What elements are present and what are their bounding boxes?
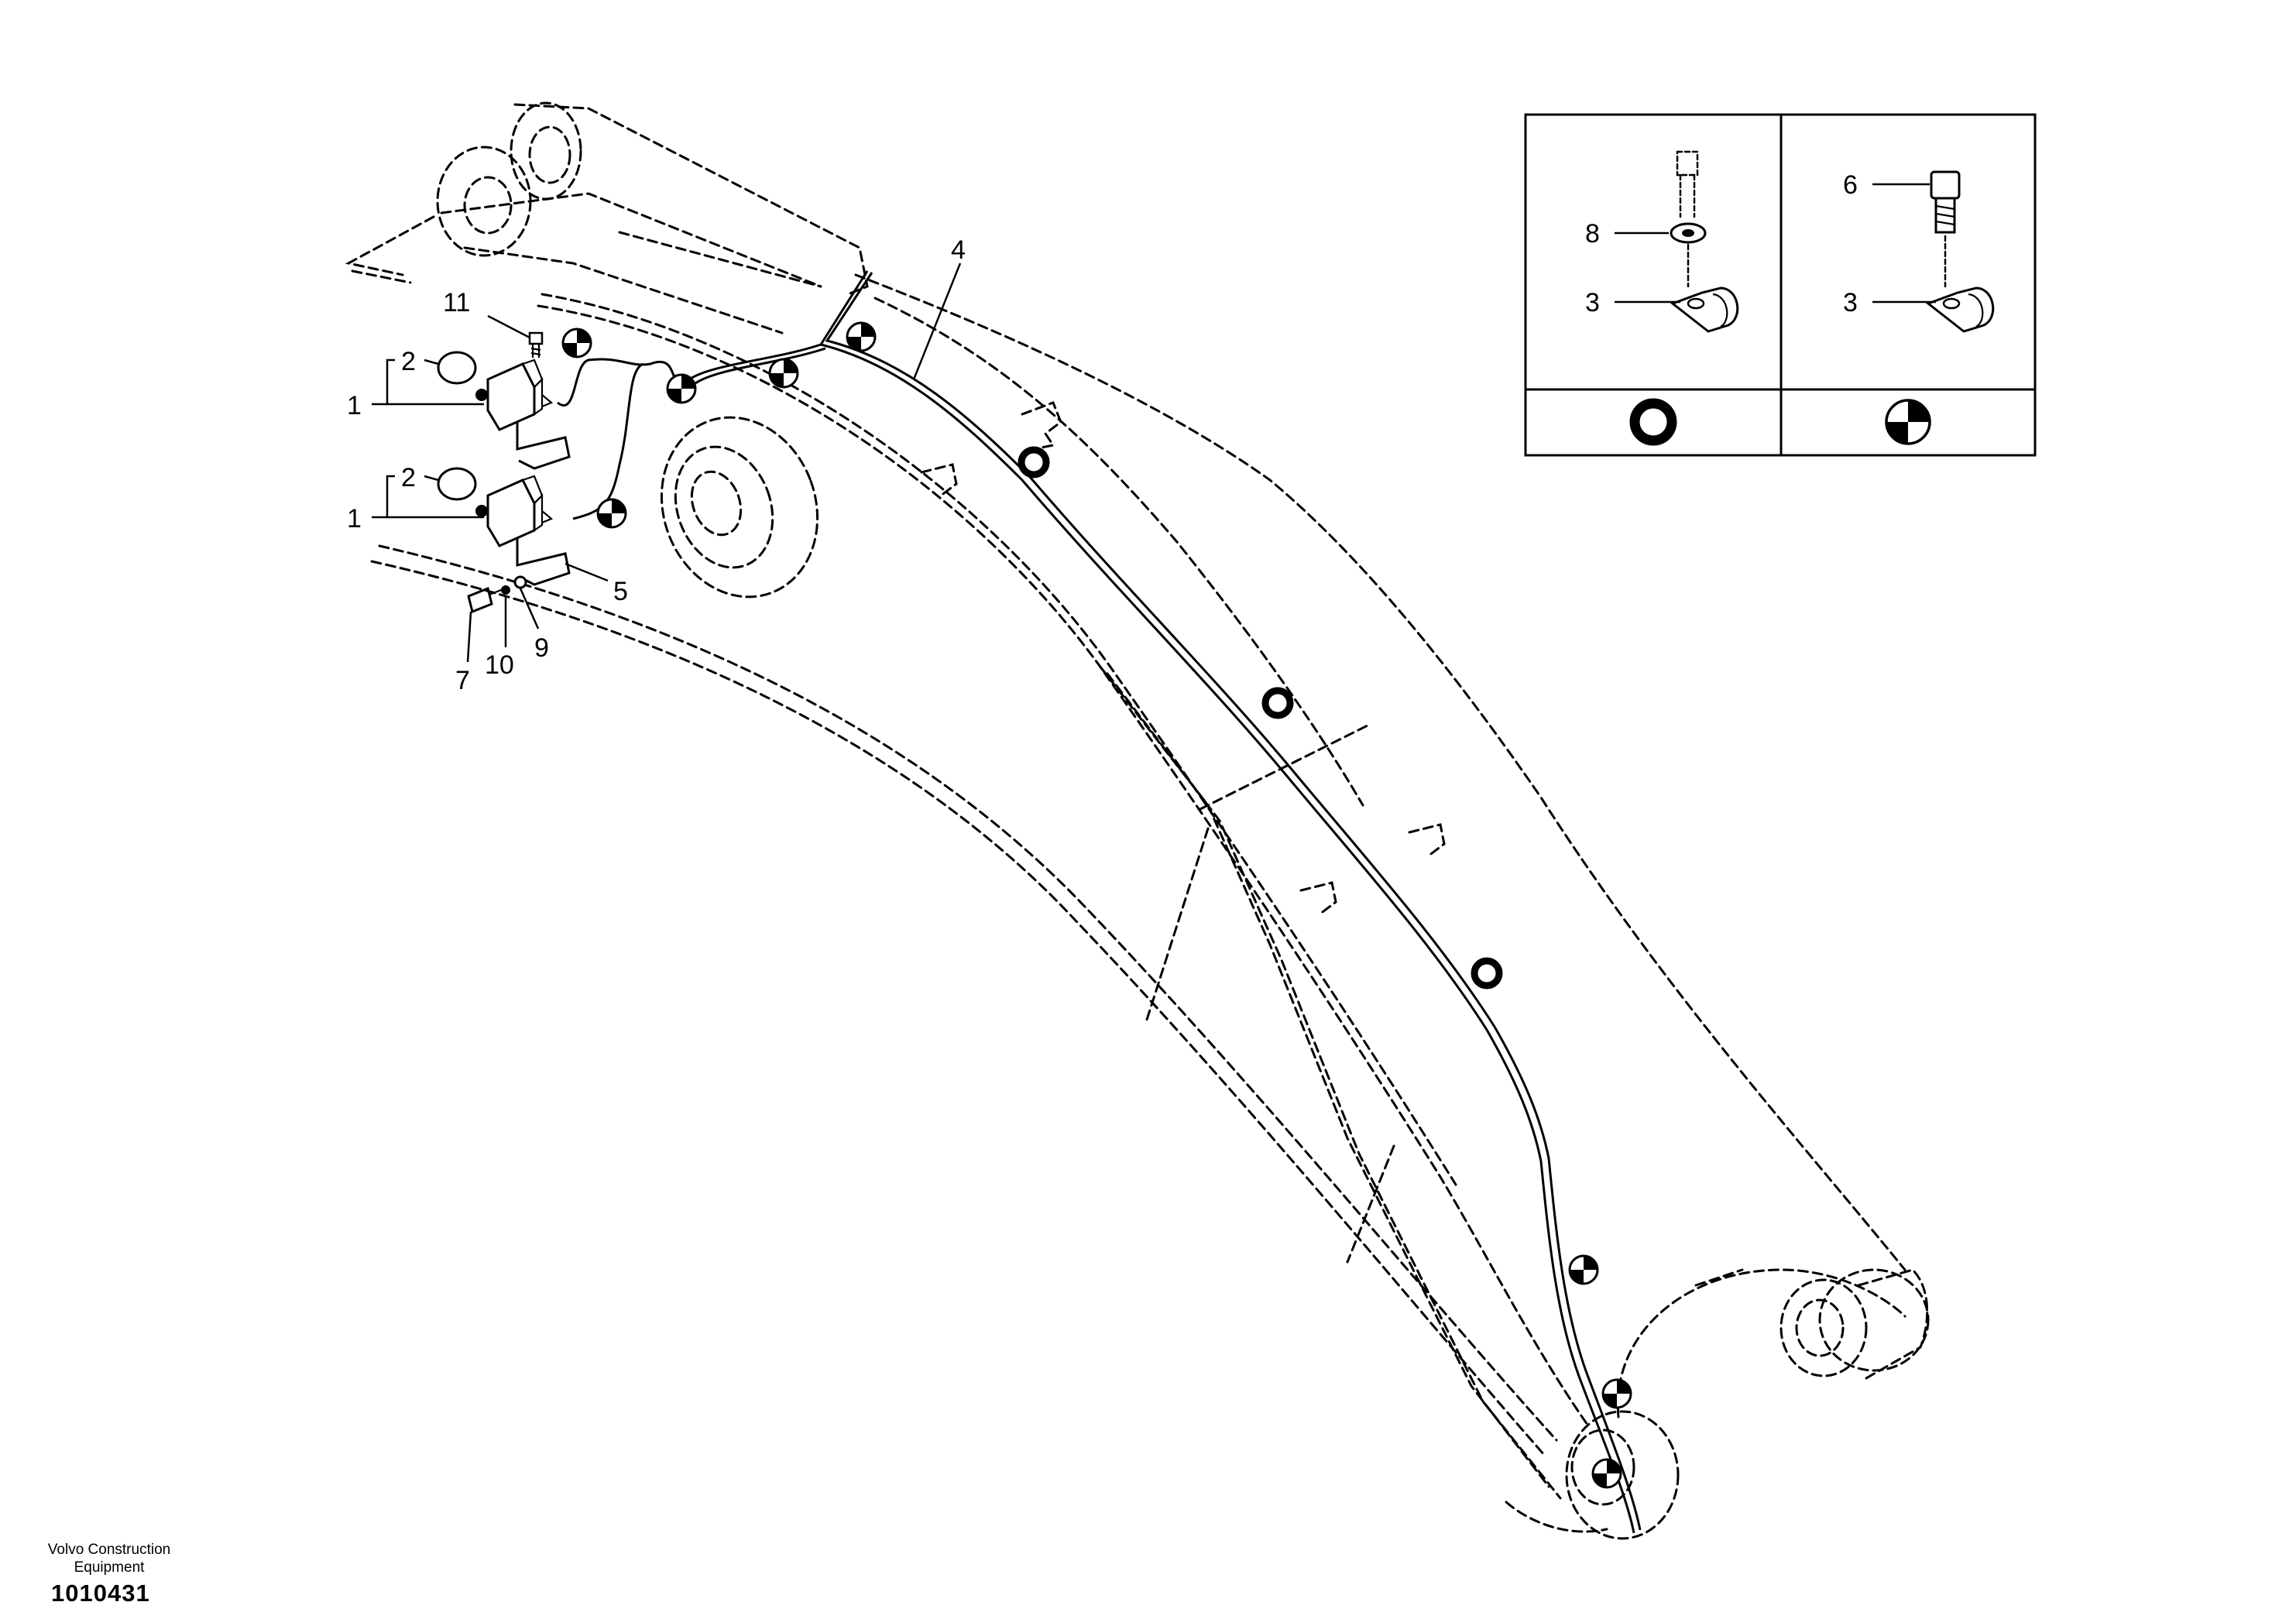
company-name: Volvo Construction Equipment	[47, 1542, 171, 1576]
ring-symbol	[1629, 398, 1677, 446]
callout-2a: 2	[401, 347, 416, 376]
callout-6: 6	[1843, 170, 1858, 200]
callout-3b: 3	[1843, 288, 1858, 317]
callout-11: 11	[443, 288, 470, 317]
callout-3a: 3	[1585, 288, 1600, 317]
screw-item-11	[528, 331, 544, 358]
callout-9: 9	[534, 633, 549, 663]
checkered-circle-symbol	[1885, 399, 1931, 445]
work-lamp-upper	[437, 351, 571, 470]
callout-1a: 1	[347, 391, 362, 420]
callout-5: 5	[613, 577, 628, 606]
boom-outline	[345, 101, 1930, 1540]
clamp-markers	[561, 321, 1632, 1489]
clamp-detail-table: 8 3 6 3	[1524, 113, 2037, 457]
callout-labels: 11 2 1 2 1 5 7 10 9 4	[347, 235, 966, 695]
callout-8: 8	[1585, 219, 1600, 249]
detail-left-assembly: 8 3	[1585, 150, 1739, 333]
bolt-washer-set	[467, 575, 527, 614]
drawing-number: 1010431	[51, 1580, 150, 1607]
callout-1b: 1	[347, 504, 362, 533]
callout-2b: 2	[401, 463, 416, 492]
callout-7: 7	[455, 666, 470, 695]
work-lamp-lower	[437, 467, 571, 586]
cable-harness	[557, 270, 1642, 1534]
detail-right-assembly: 6 3	[1843, 170, 1995, 333]
callout-10: 10	[485, 650, 514, 680]
callout-4: 4	[951, 235, 966, 265]
